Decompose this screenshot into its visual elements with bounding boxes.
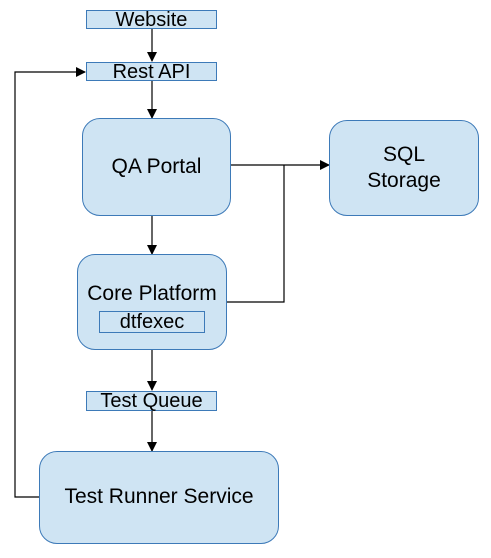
qa-portal-label: QA Portal — [111, 154, 202, 178]
dtfexec-label: dtfexec — [99, 311, 205, 334]
edge-testrunner-restapi — [14, 67, 86, 498]
qa-portal-node: QA Portal — [82, 118, 231, 216]
sql-storage-label-line1: SQL — [382, 142, 426, 166]
test-runner-service-label: Test Runner Service — [64, 485, 254, 509]
core-platform-label: Core Platform — [87, 281, 217, 305]
sql-storage-node: SQL Storage — [329, 120, 479, 216]
rest-api-label: Rest API — [86, 62, 217, 82]
sql-storage-label-line2: Storage — [367, 169, 441, 192]
core-platform-node: Core Platform dtfexec — [77, 254, 227, 350]
website-label: Website — [86, 10, 217, 30]
test-runner-service-node: Test Runner Service — [39, 451, 279, 544]
test-queue-label: Test Queue — [86, 391, 217, 411]
edge-coreplatform-sql — [227, 165, 285, 303]
